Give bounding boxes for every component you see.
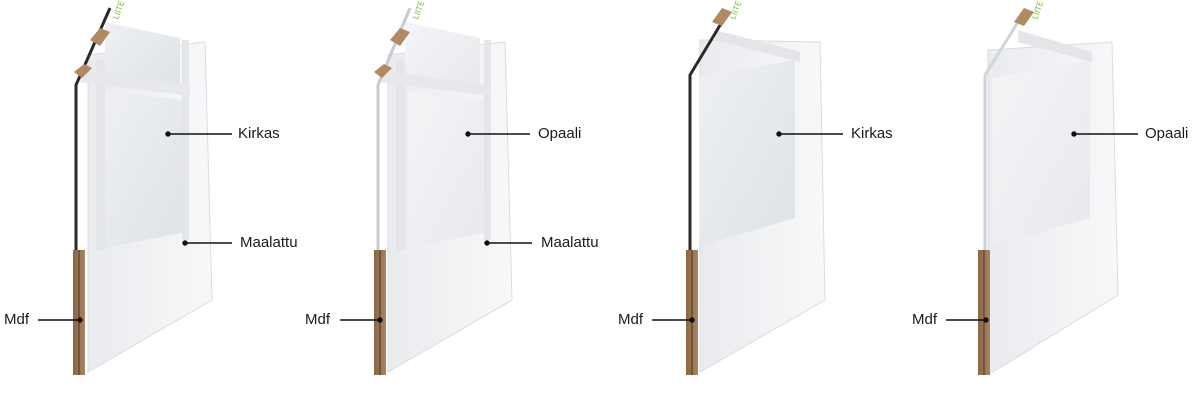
door-1-glass-upper <box>105 22 180 92</box>
door-2-top-cap-2 <box>374 64 392 78</box>
leader-lines <box>38 131 1138 323</box>
door-3-glass-edge <box>688 21 724 252</box>
door-4-illustration: LIITE <box>978 0 1119 376</box>
door-1-top-cap-2 <box>74 64 92 78</box>
door-4-glass <box>992 60 1090 246</box>
door-2-core-label: Mdf <box>305 311 331 328</box>
door-4-top-cap <box>1014 8 1034 26</box>
door-3-glass <box>700 60 795 246</box>
door-4-core-label: Mdf <box>912 311 938 328</box>
door-2-brand: LIITE <box>411 0 426 21</box>
door-3-illustration: LIITE <box>686 0 826 375</box>
door-2-finish-label: Maalattu <box>541 234 599 251</box>
door-4-brand: LIITE <box>1030 0 1045 21</box>
door-1-mullion-horizontal <box>80 70 190 96</box>
door-1-glass-label: Kirkas <box>238 125 280 142</box>
door-1-core-label: Mdf <box>4 311 30 328</box>
door-2-illustration: LIITE <box>374 0 513 375</box>
door-1-mullion-vertical <box>96 60 105 250</box>
door-2-glass-upper <box>405 22 480 92</box>
door-2-mullion-horizontal <box>380 70 490 96</box>
door-2-mullion-right <box>484 40 491 240</box>
door-4-glass-label: Opaali <box>1145 125 1189 142</box>
door-1-mullion-right <box>182 40 189 240</box>
door-3-glass-label: Kirkas <box>851 125 893 142</box>
door-3-top-cap <box>712 8 732 26</box>
door-2-mullion-vertical <box>396 60 405 250</box>
door-3-core-label: Mdf <box>618 311 644 328</box>
door-4-frame-top <box>1018 30 1092 62</box>
door-1-brand: LIITE <box>111 0 126 21</box>
door-3-frame-top <box>715 30 800 62</box>
door-3-brand: LIITE <box>728 0 743 21</box>
door-4-glass-edge <box>983 21 1020 252</box>
door-1-finish-label: Maalattu <box>240 234 298 251</box>
door-2-top-cap <box>390 28 410 46</box>
door-1-illustration: LIITE <box>73 0 213 375</box>
door-2-glass-label: Opaali <box>538 125 582 142</box>
door-1-top-cap <box>90 28 110 46</box>
door-1-glass <box>105 92 186 248</box>
door-2-glass <box>408 92 488 248</box>
